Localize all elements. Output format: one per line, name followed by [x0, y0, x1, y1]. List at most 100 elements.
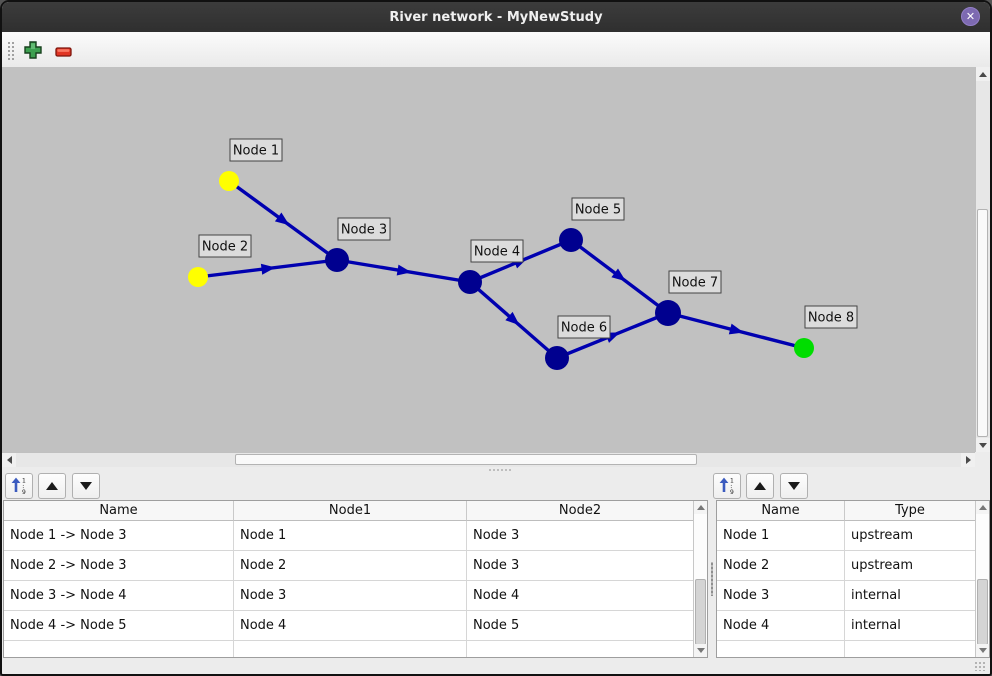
close-button[interactable]: ✕	[961, 7, 980, 26]
table-cell[interactable]	[4, 641, 234, 657]
node-label-node6: Node 6	[557, 315, 611, 339]
node-node4-internal[interactable]	[458, 270, 482, 294]
table-cell[interactable]	[234, 641, 467, 657]
scroll-down-button[interactable]	[694, 644, 707, 657]
edges-table-toolbar: 1 9	[5, 473, 115, 500]
title-bar: River network - MyNewStudy ✕	[2, 2, 990, 32]
table-cell[interactable]: Node 3	[467, 551, 694, 581]
node-node6-internal[interactable]	[545, 346, 569, 370]
scroll-thumb[interactable]	[695, 579, 706, 645]
toolbar-drag-handle[interactable]	[7, 41, 14, 61]
vertical-scroll-thumb[interactable]	[977, 209, 988, 437]
column-header-name[interactable]: Name	[4, 501, 234, 521]
table-cell[interactable]: Node 3	[467, 521, 694, 551]
edge-arrow-icon	[274, 212, 290, 226]
table-cell[interactable]: Node 4	[234, 611, 467, 641]
vertical-splitter[interactable]	[708, 500, 716, 658]
table-cell[interactable]: upstream	[845, 551, 976, 581]
horizontal-scroll-thumb[interactable]	[235, 454, 697, 465]
table-cell[interactable]: Node 1 -> Node 3	[4, 521, 234, 551]
table-cell[interactable]: Node 2 -> Node 3	[4, 551, 234, 581]
scroll-down-button[interactable]	[976, 438, 990, 452]
node-node3-internal[interactable]	[325, 248, 349, 272]
triangle-down-icon	[978, 648, 987, 653]
table-cell[interactable]: Node 4	[717, 611, 845, 641]
move-down-button[interactable]	[780, 473, 808, 499]
triangle-down-icon	[696, 648, 705, 653]
table-cell[interactable]: Node 2	[717, 551, 845, 581]
svg-text:Node 6: Node 6	[561, 321, 607, 336]
table-row[interactable]	[717, 641, 989, 657]
scroll-down-button[interactable]	[976, 644, 989, 657]
scroll-up-button[interactable]	[694, 501, 707, 514]
triangle-up-icon	[978, 505, 987, 510]
table-cell[interactable]	[845, 641, 976, 657]
node-node7-internal[interactable]	[655, 300, 681, 326]
node-node1-upstream[interactable]	[219, 171, 239, 191]
arrow-up-icon	[754, 482, 766, 490]
triangle-down-icon	[979, 442, 987, 448]
node-label-node2: Node 2	[198, 234, 252, 258]
move-up-button[interactable]	[746, 473, 774, 499]
red-minus-icon	[55, 47, 72, 57]
column-header-type[interactable]: Type	[845, 501, 976, 521]
scroll-right-button[interactable]	[961, 453, 975, 467]
table-cell[interactable]: Node 4 -> Node 5	[4, 611, 234, 641]
scroll-up-button[interactable]	[976, 67, 990, 81]
add-button[interactable]	[23, 40, 43, 60]
table-cell[interactable]: Node 3 -> Node 4	[4, 581, 234, 611]
node-node5-internal[interactable]	[559, 228, 583, 252]
nodes-table-toolbar: 1 9	[713, 473, 823, 500]
canvas-vertical-scrollbar[interactable]	[975, 67, 990, 452]
column-header-node1[interactable]: Node1	[234, 501, 467, 521]
svg-text:Node 8: Node 8	[808, 311, 854, 326]
table-cell[interactable]: Node 3	[717, 581, 845, 611]
table-cell[interactable]: Node 1	[234, 521, 467, 551]
table-cell[interactable]: Node 1	[717, 521, 845, 551]
move-up-button[interactable]	[38, 473, 66, 499]
canvas-horizontal-scrollbar[interactable]	[2, 452, 990, 467]
remove-button[interactable]	[55, 44, 75, 64]
svg-text:Node 7: Node 7	[672, 276, 718, 291]
table-cell[interactable]: internal	[845, 581, 976, 611]
table-cell[interactable]: Node 2	[234, 551, 467, 581]
scroll-left-button[interactable]	[2, 453, 16, 467]
node-node8-downstream[interactable]	[794, 338, 814, 358]
column-header-name[interactable]: Name	[717, 501, 845, 521]
table-cell[interactable]: Node 5	[467, 611, 694, 641]
table-cell[interactable]: Node 3	[234, 581, 467, 611]
horizontal-splitter[interactable]	[2, 467, 990, 473]
table-cell[interactable]: upstream	[845, 521, 976, 551]
table-row[interactable]	[4, 641, 707, 657]
node-node2-upstream[interactable]	[188, 267, 208, 287]
sort-button[interactable]: 1 9	[5, 473, 33, 499]
main-toolbar	[2, 32, 990, 69]
sort-button[interactable]: 1 9	[713, 473, 741, 499]
scroll-up-button[interactable]	[976, 501, 989, 514]
resize-grip-icon[interactable]	[974, 661, 986, 671]
node-label-node1: Node 1	[229, 138, 283, 162]
column-header-node2[interactable]: Node2	[467, 501, 694, 521]
nodes-table-scrollbar[interactable]	[975, 501, 989, 657]
edges-table-scrollbar[interactable]	[693, 501, 707, 657]
scroll-thumb[interactable]	[977, 579, 988, 645]
table-cell[interactable]	[717, 641, 845, 657]
svg-text:Node 2: Node 2	[202, 240, 248, 255]
table-cell[interactable]: Node 4	[467, 581, 694, 611]
table-cell[interactable]	[467, 641, 694, 657]
table-cell[interactable]: internal	[845, 611, 976, 641]
move-down-button[interactable]	[72, 473, 100, 499]
